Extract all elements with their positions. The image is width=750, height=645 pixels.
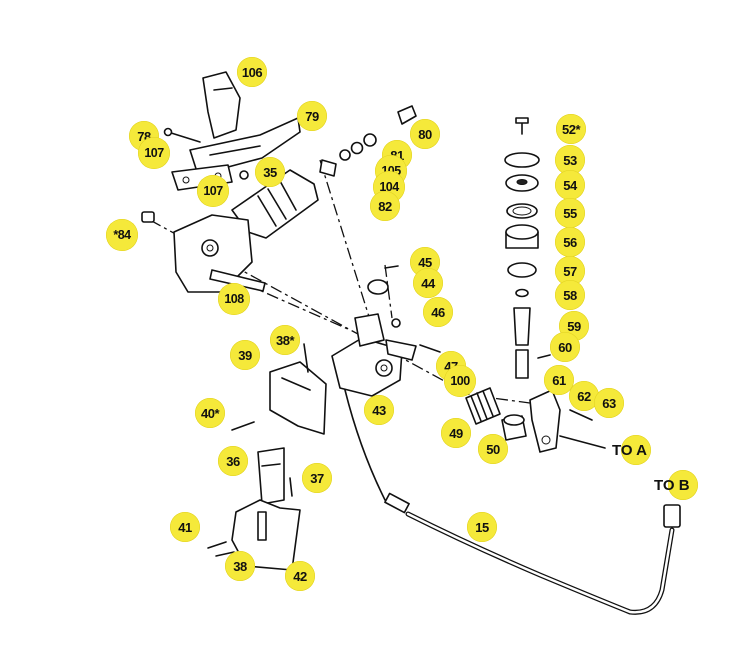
part-15-cable-guide [344,389,386,501]
part-62-link [529,389,561,453]
callout-38-upper: 38* [270,325,300,355]
part-53-ring [504,152,540,168]
part-35-nut [239,170,249,180]
callout-100: 100 [444,365,476,397]
callout-35: 35 [255,157,285,187]
part-58-washer [515,288,529,298]
part-47-spring [419,344,441,353]
part-63-screw [569,409,593,421]
callout-107-lower: 107 [197,175,229,207]
part-39-bracket [269,361,327,435]
callout-39: 39 [230,340,260,370]
callout-36: 36 [218,446,248,476]
part-44-button [367,279,389,295]
part-41-screw [207,541,227,549]
assembly-line-vertical [319,159,371,321]
callout-63: 63 [594,388,624,418]
callout-15: 15 [467,512,497,542]
callout-80: 80 [410,119,440,149]
callout-82: 82 [370,191,400,221]
part-36-clamp [257,447,285,505]
part-106-bracket [202,71,241,139]
part-78-screw [167,131,201,143]
callout-84: *84 [106,219,138,251]
part-80-spring [397,105,417,125]
part-61-sleeve [515,349,529,379]
part-82-pin [319,159,337,177]
assembly-line-main [149,219,546,406]
callout-52: 52* [556,114,586,144]
callout-106: 106 [237,57,267,87]
part-37-screw [289,477,293,497]
part-38-screw-upper [303,343,309,373]
cable-end-to-b [663,504,681,528]
part-104-washer [339,149,351,161]
part-57-clip [507,262,537,278]
part-15-cable [405,511,675,615]
assembly-line-spring [384,264,393,319]
callout-53: 53 [555,145,585,175]
callout-50: 50 [478,434,508,464]
part-40-screw [231,421,255,431]
callout-58: 58 [555,280,585,310]
callout-38-lower: 38 [225,551,255,581]
callout-42: 42 [285,561,315,591]
callout-44: 44 [413,268,443,298]
callout-54: 54 [555,170,585,200]
part-81-washer [363,133,377,147]
part-46-nut [391,318,401,328]
part-45-pin [384,265,399,269]
callout-40: 40* [195,398,225,428]
label-to-a: TO A [612,442,648,459]
part-108-shaft [209,269,266,292]
label-to-b: TO B [654,477,690,494]
callout-41: 41 [170,512,200,542]
part-105-washer [350,141,364,155]
callout-107-upper: 107 [138,137,170,169]
part-60-pin [537,354,551,359]
part-49-gear [465,387,501,425]
callout-108: 108 [218,283,250,315]
callout-43: 43 [364,395,394,425]
part-59-shaft [513,307,531,346]
callout-37: 37 [302,463,332,493]
callout-56: 56 [555,227,585,257]
callout-55: 55 [555,198,585,228]
to-a-bubble [621,435,651,465]
arrow-to-a [559,435,606,449]
callout-60: 60 [550,332,580,362]
to-b-bubble [668,470,698,500]
callout-46: 46 [423,297,453,327]
part-84-setscrew [141,211,155,223]
callout-49: 49 [441,418,471,448]
callout-79: 79 [297,101,327,131]
part-55-ring [506,203,538,219]
